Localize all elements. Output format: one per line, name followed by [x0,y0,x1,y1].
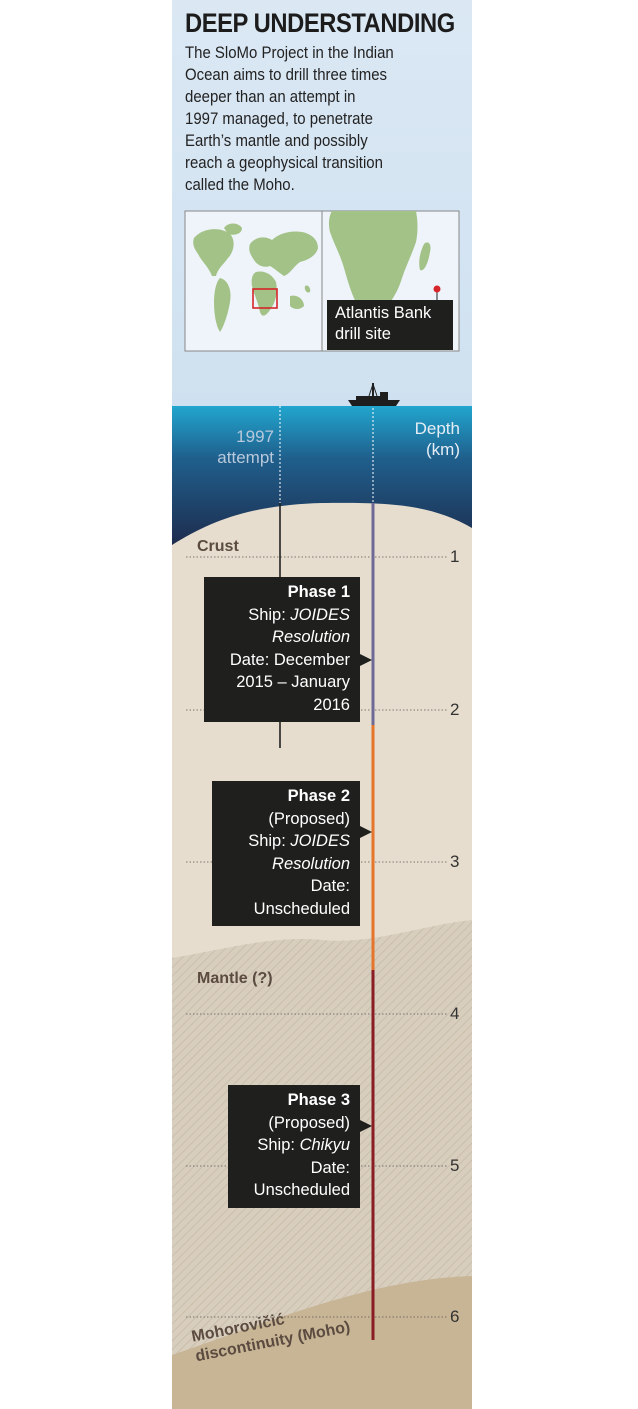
phase2-date-line: Date: [310,877,350,895]
attempt-label: 1997 attempt [202,426,274,468]
depth-tick-label: 4 [450,1004,460,1023]
drill-ship-icon [348,383,400,406]
depth-tick-label: 1 [450,547,460,566]
phase1-date-line: 2015 – January [236,673,350,691]
locator-map [184,210,460,352]
intro-line: reach a geophysical transition [185,153,383,172]
intro-line: called the Moho. [185,175,295,194]
phase1-callout: Phase 1 Ship: JOIDES Resolution Date: De… [204,577,360,722]
intro-line: Ocean aims to drill three times [185,65,388,84]
depth-tick-label: 2 [450,700,460,719]
phase3-status: (Proposed) [268,1113,350,1132]
ship-name: Chikyu [299,1136,350,1154]
world-map [193,223,318,332]
phase3-date-line: Unscheduled [253,1181,350,1199]
page-title: DEEP UNDERSTANDING [185,8,455,38]
intro-line: The SloMo Project in the Indian [185,43,394,62]
site-label-line: drill site [335,325,391,343]
depth-tick-label: 3 [450,852,460,871]
intro-text: The SloMo Project in the Indian Ocean ai… [185,42,449,196]
phase3-callout: Phase 3 (Proposed) Ship: Chikyu Date: Un… [228,1085,360,1208]
depth-axis-label: Depth (km) [392,418,460,460]
depth-label-line: Depth [414,419,460,438]
phase2-ship: Ship: JOIDES [222,830,350,853]
phase1-ship: Ship: JOIDES [214,604,350,627]
depth-tick-label: 5 [450,1156,460,1175]
ship-name: JOIDES [290,605,350,624]
cross-section-diagram [172,0,472,1409]
phase2-callout: Phase 2 (Proposed) Ship: JOIDES Resoluti… [212,781,360,926]
mantle-label: Mantle (?) [197,970,273,987]
drill-site-label: Atlantis Bank drill site [327,300,453,350]
region-highlight-box [252,288,278,309]
infographic-panel: DEEP UNDERSTANDING The SloMo Project in … [172,0,472,1409]
depth-label-line: (km) [426,440,460,459]
depth-tick-label: 6 [450,1307,460,1326]
ship-name: JOIDES [290,832,350,850]
africa-map [328,211,431,316]
phase1-title: Phase 1 [287,583,350,601]
ship-name: Resolution [272,854,350,873]
ship-label: Ship: [257,1136,295,1154]
attempt-label-line: 1997 [236,427,274,446]
phase2-status: (Proposed) [268,809,350,828]
intro-line: deeper than an attempt in [185,87,356,106]
phase2-date-line: Unscheduled [253,899,350,918]
phase3-pointer [360,1120,372,1132]
moho-layer [172,1276,472,1409]
intro-line: 1997 managed, to penetrate [185,109,373,128]
phase3-date-line: Date: [310,1158,350,1177]
drill-site-marker [433,285,441,293]
ship-label: Ship: [248,832,286,850]
phase1-date-line: 2016 [313,695,350,714]
intro-line: Earth’s mantle and possibly [185,131,368,150]
phase3-title: Phase 3 [287,1091,350,1109]
phase3-ship: Ship: Chikyu [238,1134,350,1157]
crust-label: Crust [197,538,239,555]
ship-name: Resolution [272,628,350,646]
phase2-pointer [360,826,372,838]
site-label-line: Atlantis Bank [335,304,432,322]
phase2-title: Phase 2 [287,787,350,805]
attempt-label-line: attempt [217,448,274,467]
ship-label: Ship: [248,605,286,624]
phase1-date-line: Date: December [229,650,350,669]
phase1-pointer [360,654,372,666]
